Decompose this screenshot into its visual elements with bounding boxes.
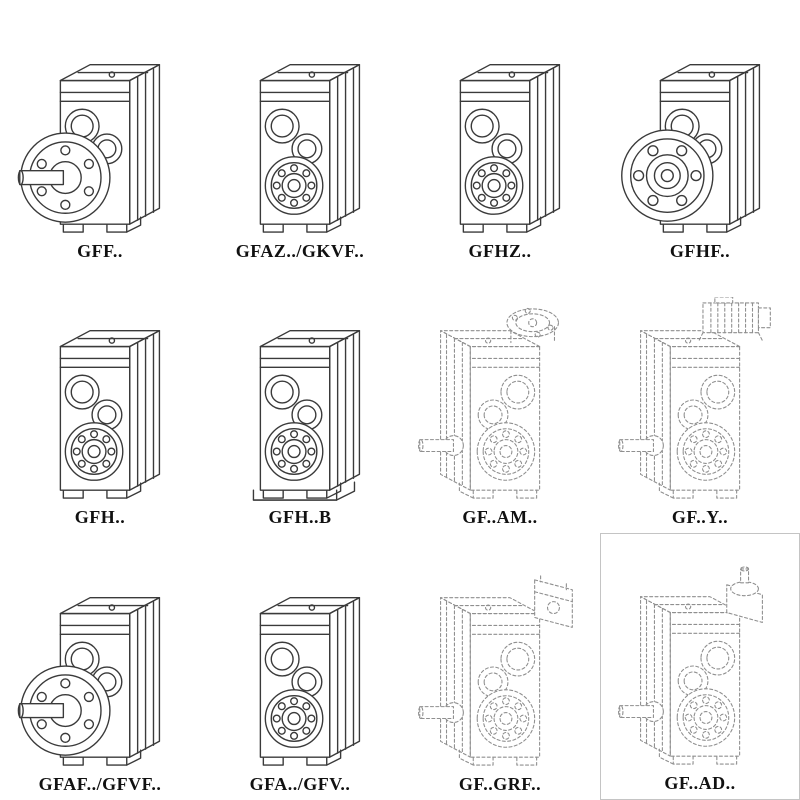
product-cell-gff: GFF.. [0, 0, 200, 267]
hollow-shaft-bearing [65, 423, 122, 480]
mirrored-housing-group [441, 598, 540, 765]
hollow-shaft-gearbox-drawing [214, 31, 386, 239]
motor-adapter-flange [507, 309, 559, 343]
motorized-gearbox-drawing [614, 297, 786, 505]
hollow-shaft-bearing [677, 423, 734, 480]
flange-output-gearbox-drawing [14, 564, 186, 772]
model-label: GF..Y.. [671, 507, 729, 528]
front-flange-gearbox-drawing [614, 31, 786, 239]
shaft-mounted-gearbox-drawing [14, 297, 186, 505]
product-cell-gfhf: GFHF.. [600, 0, 800, 267]
model-label: GF..GRF.. [458, 773, 542, 794]
product-cell-gfhz: GFHZ.. [400, 0, 600, 267]
electric-motor [699, 297, 770, 341]
model-label: GFAZ../GKVF.. [235, 240, 365, 261]
model-label: GF..AD.. [664, 772, 736, 793]
model-label: GFHZ.. [468, 240, 532, 261]
input-shaft-adapter-gearbox-drawing [614, 563, 786, 771]
mirrored-housing-group [641, 331, 740, 498]
product-cell-gf-grf: GF..GRF.. [400, 533, 600, 800]
hollow-shaft-gearbox-drawing [414, 31, 586, 239]
product-cell-gfh: GFH.. [0, 267, 200, 534]
model-label: GFF.. [77, 240, 123, 261]
product-cell-gfaz-gkvf: GFAZ../GKVF.. [200, 0, 400, 267]
hollow-shaft-bearing [477, 423, 534, 480]
product-cell-gfh-b: GFH..B [200, 267, 400, 534]
hollow-shaft-gearbox-drawing [214, 564, 386, 772]
product-cell-gfa-gfv: GFA../GFV.. [200, 533, 400, 800]
product-cell-gf-am: GF..AM.. [400, 267, 600, 534]
input-adapter-gearbox-drawing [414, 564, 586, 772]
motor-adapter-gearbox-drawing [414, 297, 586, 505]
flange-output-gearbox-drawing [14, 31, 186, 239]
model-label: GFA../GFV.. [249, 773, 351, 794]
product-cell-gf-y: GF..Y.. [600, 267, 800, 534]
hollow-shaft-bearing [677, 689, 734, 746]
mirrored-housing-group [641, 597, 740, 764]
mirrored-housing-group [441, 331, 540, 498]
shaft-mounted-gearbox-base-drawing [214, 297, 386, 505]
input-shaft-adapter [727, 567, 763, 622]
product-cell-gf-ad: GF..AD.. [600, 533, 800, 800]
model-label: GFHF.. [669, 240, 731, 261]
front-mounting-flange [622, 130, 713, 221]
hollow-shaft-bearing [465, 156, 522, 213]
hollow-shaft-bearing [265, 423, 322, 480]
hollow-shaft-bearing [265, 156, 322, 213]
product-cell-gfaf-gfvf: GFAF../GFVF.. [0, 533, 200, 800]
model-label: GFH.. [74, 507, 126, 528]
output-flange-with-shaft [18, 133, 110, 222]
model-label: GF..AM.. [462, 507, 538, 528]
hollow-shaft-bearing [477, 690, 534, 747]
input-adapter-block [535, 576, 573, 628]
output-flange-with-shaft [18, 666, 110, 755]
model-label: GFAF../GFVF.. [38, 773, 162, 794]
hollow-shaft-bearing [265, 690, 322, 747]
model-label: GFH..B [268, 507, 332, 528]
